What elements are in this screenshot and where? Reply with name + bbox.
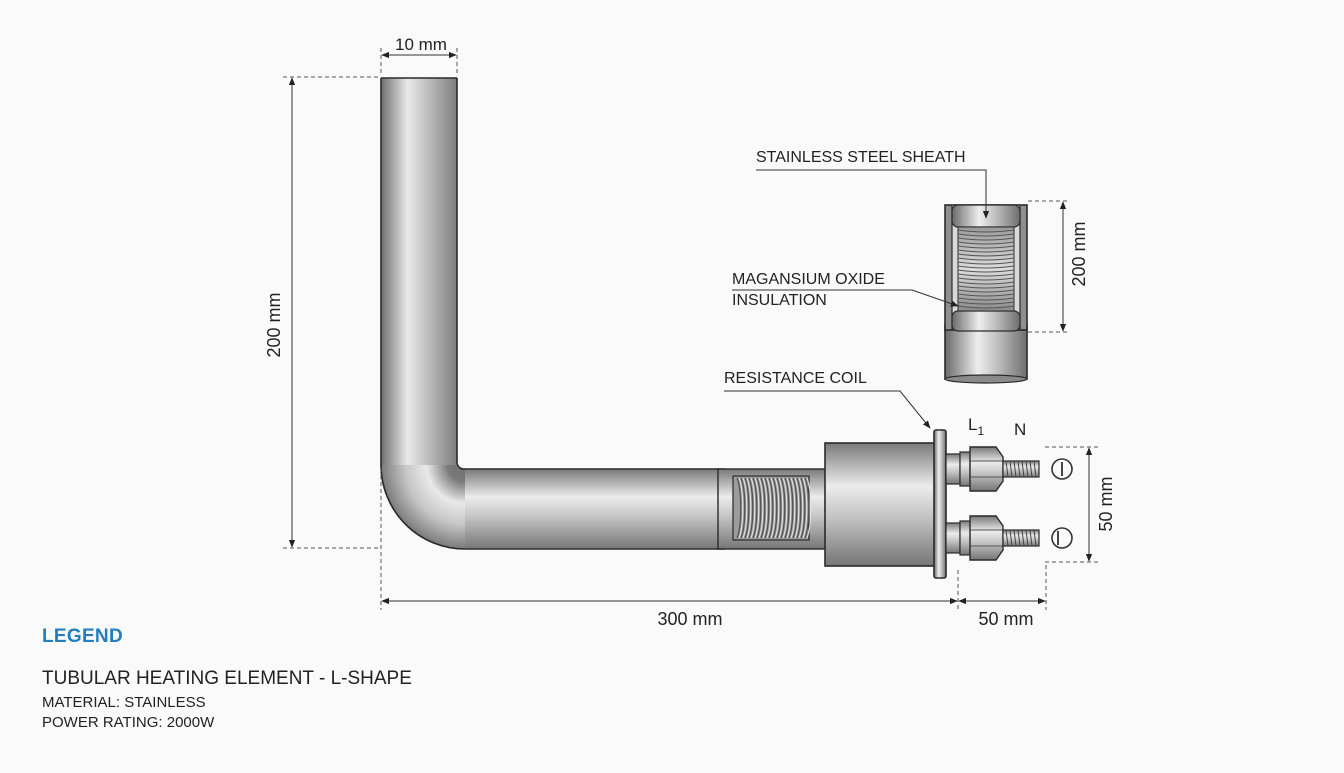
legend-power-rating: POWER RATING: 2000W <box>42 714 215 731</box>
terminal-label-n: N <box>1014 420 1026 439</box>
terminal-symbol-top <box>1051 458 1073 480</box>
exposed-coil-section <box>717 468 829 550</box>
horizontal-tube <box>465 469 725 549</box>
heating-element-tube <box>380 77 725 550</box>
svg-text:INSULATION: INSULATION <box>732 292 827 309</box>
dim-terminal-spacing: 50 mm <box>1045 446 1116 563</box>
dim-horizontal-length: 300 mm <box>380 468 959 629</box>
legend-title: LEGEND <box>42 626 123 647</box>
svg-text:50 mm: 50 mm <box>978 609 1033 629</box>
svg-text:200 mm: 200 mm <box>1069 221 1089 286</box>
dim-section-height: 200 mm <box>1028 200 1089 333</box>
callout-insulation: MAGANSIUM OXIDE INSULATION <box>732 271 959 309</box>
dim-top-width: 10 mm <box>380 35 458 76</box>
resistance-coil <box>736 477 812 539</box>
svg-text:STAINLESS STEEL SHEATH: STAINLESS STEEL SHEATH <box>756 149 966 166</box>
svg-text:MAGANSIUM OXIDE: MAGANSIUM OXIDE <box>732 271 885 288</box>
svg-text:300 mm: 300 mm <box>657 609 722 629</box>
svg-text:50 mm: 50 mm <box>1096 476 1116 531</box>
dim-vertical-length: 200 mm <box>264 76 380 549</box>
svg-text:RESISTANCE COIL: RESISTANCE COIL <box>724 370 867 387</box>
svg-text:200 mm: 200 mm <box>264 292 284 357</box>
legend: LEGEND TUBULAR HEATING ELEMENT - L-SHAPE… <box>42 626 412 734</box>
legend-element-name: TUBULAR HEATING ELEMENT - L-SHAPE <box>42 668 412 689</box>
tube-bend <box>381 465 465 549</box>
section-coil <box>957 226 1015 312</box>
dim-terminal-length: 50 mm <box>958 565 1047 629</box>
callout-sheath: STAINLESS STEEL SHEATH <box>756 149 990 219</box>
callout-coil: RESISTANCE COIL <box>724 370 931 429</box>
terminal-label-l1: L1 <box>968 415 984 438</box>
terminal-n <box>945 515 1040 561</box>
cross-section-detail <box>944 204 1028 384</box>
legend-material: MATERIAL: STAINLESS <box>42 694 206 711</box>
terminal-symbol-bottom <box>1051 527 1073 549</box>
terminal-l1 <box>945 446 1040 492</box>
svg-text:10 mm: 10 mm <box>395 35 447 54</box>
terminal-housing <box>824 429 947 579</box>
vertical-tube <box>381 78 457 466</box>
